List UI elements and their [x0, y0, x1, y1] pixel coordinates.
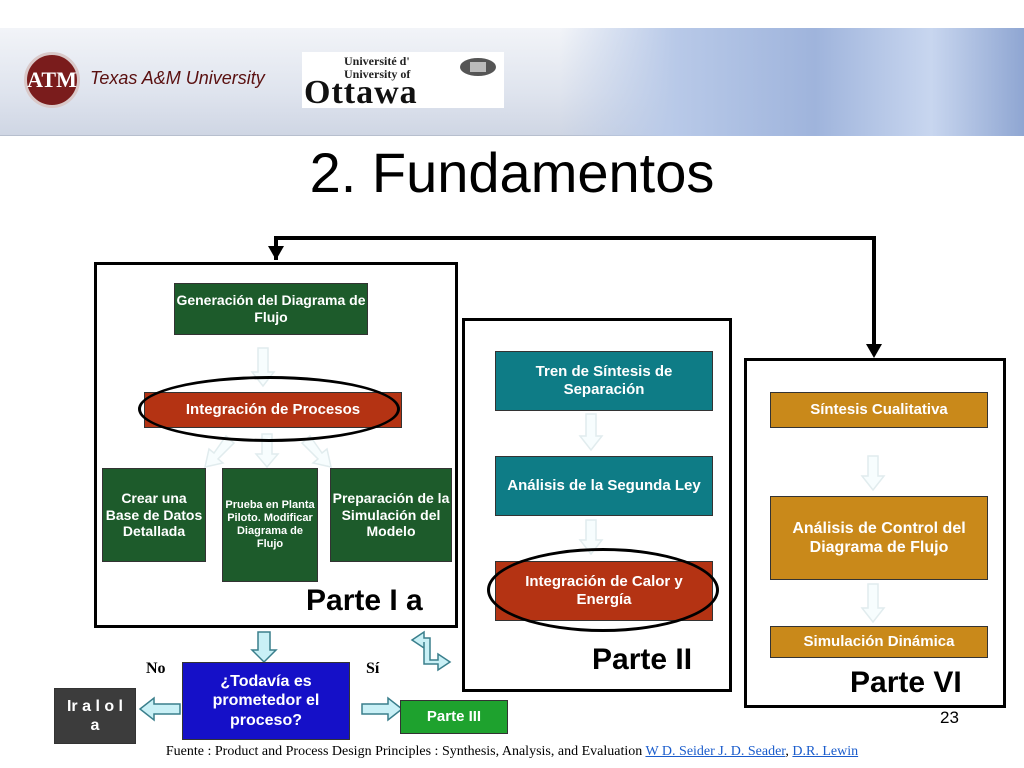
tamu-name: Texas A&M University [90, 68, 265, 88]
ottawa-logo: Université d' University of Ottawa [302, 52, 504, 111]
source-prefix: Fuente : Product and Process Design Prin… [165, 744, 646, 759]
hollow-arrow-right-icon [361, 696, 404, 722]
arrow-down-icon [268, 246, 284, 260]
highlight-ellipse [138, 376, 400, 442]
label-parte-ii: Parte II [592, 643, 693, 676]
hollow-arrow-left-icon [138, 696, 181, 722]
box-ir-a: Ir a l o l a [54, 688, 136, 744]
ottawa-crest-icon [460, 58, 496, 76]
box-generacion-diagrama: Generación del Diagrama de Flujo [174, 283, 368, 335]
box-analisis-segunda-ley: Análisis de la Segunda Ley [495, 456, 713, 516]
link-seider-seader[interactable]: W D. Seider J. D. Seader [645, 744, 786, 759]
box-analisis-control: Análisis de Control del Diagrama de Fluj… [770, 496, 988, 580]
box-preparacion-simulacion: Preparación de la Simulación del Modelo [330, 468, 452, 562]
box-sintesis-cualitativa: Síntesis Cualitativa [770, 392, 988, 428]
ottawa-line-2: University of [344, 67, 411, 81]
ottawa-wordmark: Ottawa [304, 74, 418, 111]
label-no: No [146, 660, 166, 677]
label-parte-vi: Parte VI [850, 666, 962, 699]
box-simulacion-dinamica: Simulación Dinámica [770, 626, 988, 658]
highlight-ellipse [487, 548, 719, 632]
link-lewin[interactable]: D.R. Lewin [792, 744, 859, 759]
arrow-down-icon [866, 344, 882, 358]
hollow-arrow-down-icon [250, 631, 278, 664]
page-number: 23 [940, 708, 959, 727]
tamu-seal-text: ATM [27, 67, 77, 92]
header-artwork [560, 28, 1024, 136]
label-si: Sí [366, 660, 380, 677]
box-prueba-planta: Prueba en Planta Piloto. Modificar Diagr… [222, 468, 318, 582]
ottawa-line-1: Université d' [344, 54, 410, 68]
source-citation: Fuente : Product and Process Design Prin… [0, 744, 1024, 760]
box-tren-sintesis: Tren de Síntesis de Separación [495, 351, 713, 411]
box-crear-base-datos: Crear una Base de Datos Detallada [102, 468, 206, 562]
source-separator: , [785, 744, 793, 759]
box-decision-question: ¿Todavía es prometedor el proceso? [182, 662, 350, 740]
box-parte-iii: Parte III [400, 700, 508, 734]
hollow-arrow-bend-icon [410, 630, 452, 672]
tamu-seal-logo: ATM [24, 52, 80, 108]
page-title: 2. Fundamentos [309, 141, 715, 204]
label-parte-ia: Parte I a [306, 584, 423, 617]
